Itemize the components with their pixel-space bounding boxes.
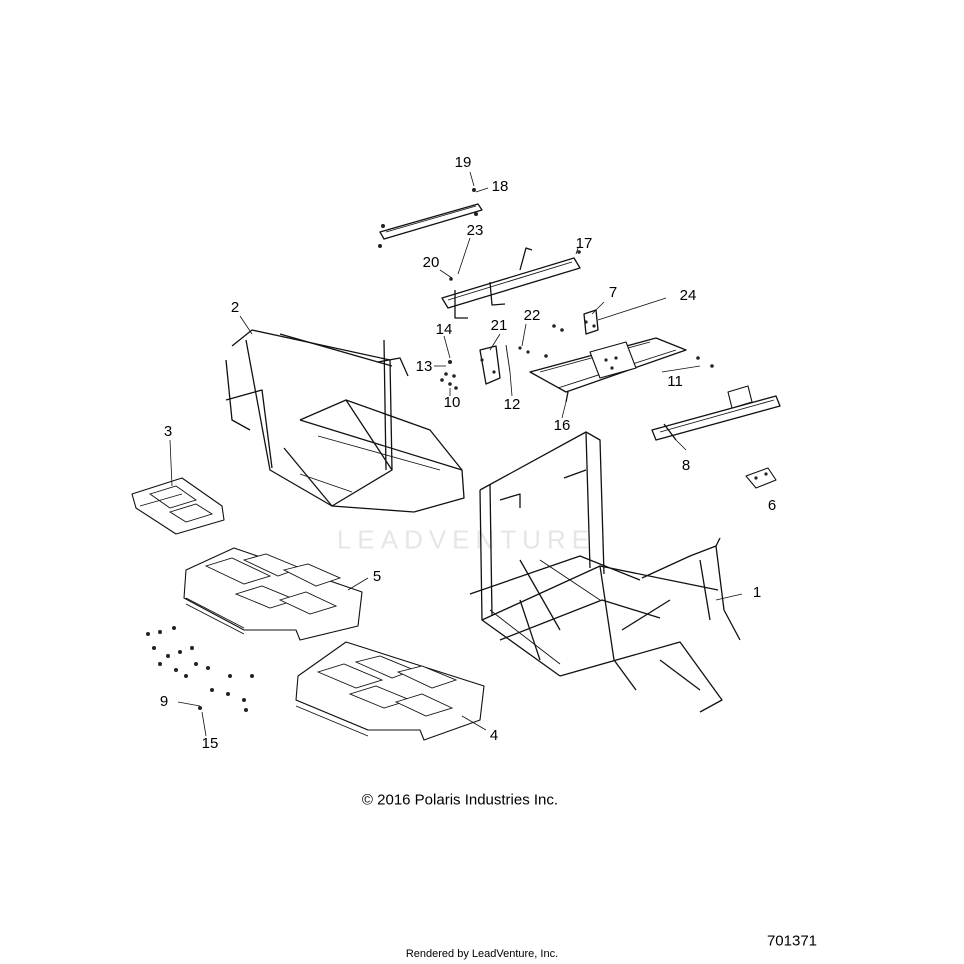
diagram-number: 701371 [766,932,818,950]
callout-7: 7 [608,284,618,301]
callout-24: 24 [679,287,697,304]
callout-6: 6 [767,497,777,514]
callout-10: 10 [443,394,461,411]
callout-15: 15 [201,735,219,752]
hardware-9-15 [146,626,254,712]
callout-19: 19 [454,154,472,171]
callout-13: 13 [415,358,433,375]
part-8-rail [651,385,781,441]
callout-22: 22 [523,307,541,324]
part-2-front-frame [225,329,465,513]
leader-lines [169,171,743,737]
part-1-main-frame [469,431,741,713]
callout-4: 4 [489,727,499,744]
part-5-floor-panel [183,547,363,641]
callout-11: 11 [667,373,683,390]
callout-8: 8 [681,457,691,474]
callout-18: 18 [491,178,509,195]
callout-21: 21 [490,317,508,334]
rendered-by: Rendered by LeadVenture, Inc. [405,948,559,960]
callout-5: 5 [372,568,382,585]
callout-2: 2 [230,299,240,316]
part-6-bracket [745,467,777,489]
callout-17: 17 [575,235,593,252]
callout-16: 16 [553,417,571,434]
callout-14: 14 [435,321,453,338]
part-7-bracket [583,309,599,335]
hardware-10-13-14 [440,324,564,390]
part-12-bracket [479,344,530,385]
watermark: LEADVENTURE [336,524,596,555]
callout-23: 23 [466,222,484,239]
copyright-notice: © 2016 Polaris Industries Inc. [361,791,559,809]
part-4-floor-panel [295,641,485,741]
callout-12: 12 [503,396,521,413]
part-11-fasteners [696,356,714,368]
callout-9: 9 [159,693,169,710]
part-16-seat-base [529,337,687,403]
part-18-crossbar [378,188,483,248]
callout-20: 20 [422,254,440,271]
part-17-seat-rail [441,247,581,319]
callout-3: 3 [163,423,173,440]
part-3-skid-plate [131,477,225,535]
callout-1: 1 [752,584,762,601]
